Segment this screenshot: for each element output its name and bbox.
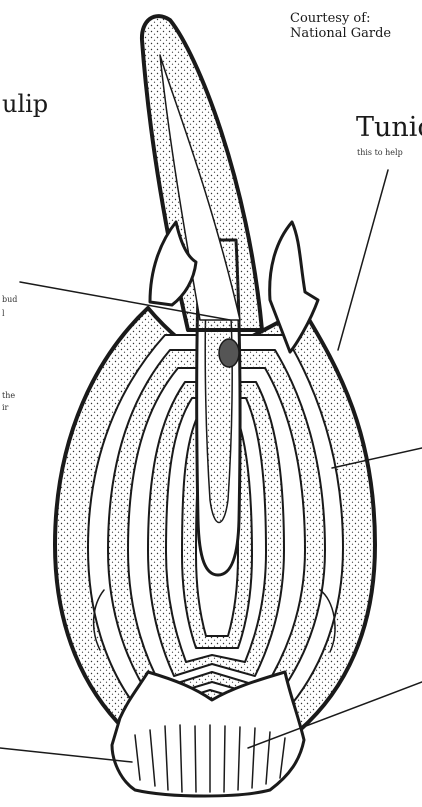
- left-fragment-1: bud: [2, 296, 17, 304]
- flower-bud: [219, 339, 239, 367]
- credit-line-2: National Garde: [290, 27, 391, 42]
- credit: Courtesy of: National Garde: [290, 12, 391, 42]
- left-fragment-4: ir: [2, 404, 8, 412]
- leader-line-tunic: [338, 170, 388, 350]
- credit-line-1: Courtesy of:: [290, 12, 391, 27]
- tunic-note: this to help: [357, 149, 403, 157]
- left-fragment-3: the: [2, 392, 15, 400]
- shoot-inner: [205, 300, 232, 523]
- title-fragment: ulip: [2, 92, 48, 116]
- tunic-label: Tunic: [356, 114, 422, 141]
- left-fragment-2: l: [2, 310, 5, 318]
